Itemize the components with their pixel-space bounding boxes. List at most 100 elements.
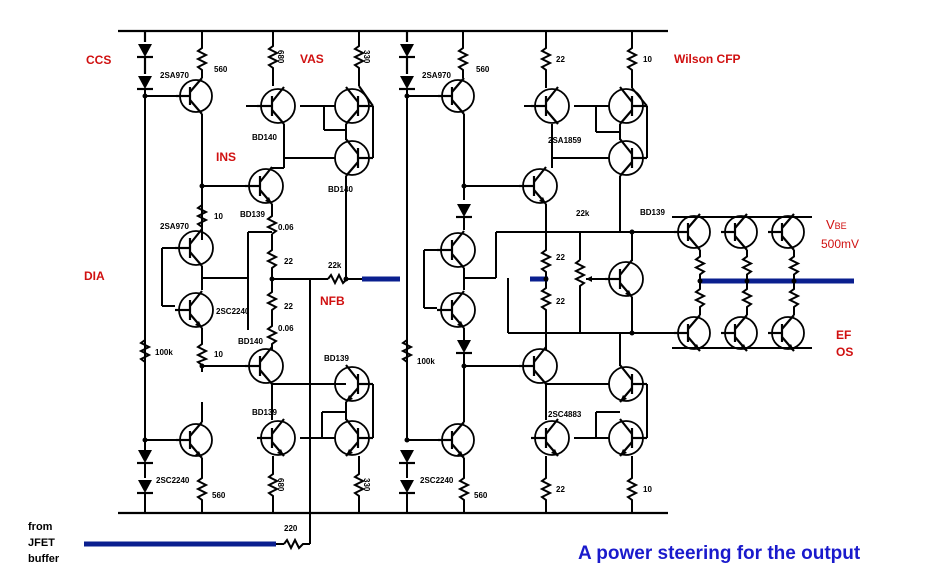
label-q-bd139-vas-left: BD139	[252, 408, 277, 417]
resistor-22-mid-b	[539, 280, 553, 350]
output-transistor-array	[674, 213, 805, 352]
transistor-driver-upper	[519, 166, 558, 205]
ccs-diode-bottom-2	[137, 480, 153, 495]
transistor-bd139-ins	[245, 166, 284, 205]
label-r680-top: 680	[276, 50, 285, 64]
transistor-bd139-vas-bottom-right	[334, 418, 373, 457]
label-r22-lower: 22	[284, 302, 293, 311]
ccs-diode-top-2	[137, 57, 153, 91]
transistor-2sa970-top-right	[438, 77, 475, 115]
label-q-2sc4883: 2SC4883	[548, 410, 582, 419]
label-r22-mid-b: 22	[556, 297, 565, 306]
transistor-bd139-vas-left	[257, 418, 296, 457]
output-transistor-bottom-1	[674, 314, 711, 352]
label-r22k-nfb: 22k	[328, 261, 342, 270]
label-r10-lower: 10	[214, 350, 223, 359]
emitter-resistor-bottom-3	[787, 281, 801, 315]
output-transistor-top-2	[721, 213, 758, 251]
section-nfb: NFB	[320, 294, 345, 308]
diode-right-lower	[456, 340, 472, 355]
emitter-resistor-bottom-1	[693, 281, 707, 315]
transistor-right-dia-top	[437, 230, 476, 269]
input-label-line1: from	[28, 521, 53, 533]
transistor-2sa970-top-left	[176, 77, 213, 115]
diode-right-upper	[456, 204, 472, 219]
output-transistor-top-3	[768, 213, 805, 251]
label-r10-bottom-right: 10	[643, 485, 652, 494]
section-vas: VAS	[300, 52, 324, 66]
ccs-diode-right-top-1	[399, 31, 415, 59]
label-r22-mid-a: 22	[556, 253, 565, 262]
transistor-2sc2240-dia	[175, 290, 214, 329]
caption: A power steering for the output	[578, 543, 861, 564]
label-q-bd140-left: BD140	[252, 133, 277, 142]
resistor-560-top-right	[456, 31, 470, 78]
transistor-vbe-multiplier	[605, 259, 644, 298]
output-transistor-bottom-2	[721, 314, 758, 352]
transistor-bd140-right-top	[334, 86, 373, 125]
transistor-bd139-vas-right	[334, 364, 373, 403]
input-label-line2: JFET	[28, 537, 55, 549]
potentiometer-22k	[573, 259, 587, 300]
input-label-line3: buffer	[28, 553, 60, 565]
label-q-2sa970-dia: 2SA970	[160, 222, 189, 231]
label-q-bd139-right: BD139	[640, 208, 665, 217]
transistor-2sc2240-bottom-right	[438, 421, 475, 459]
vbe-label: VBE	[826, 217, 847, 232]
label-r560-bottom-right: 560	[474, 491, 488, 500]
label-q-bd139-ins: BD139	[240, 210, 265, 219]
resistor-10-top-right	[625, 31, 639, 88]
label-r330-bottom: 330	[362, 478, 371, 492]
section-os: OS	[836, 345, 853, 359]
resistor-220-input	[283, 537, 310, 551]
output-node-2	[744, 278, 750, 284]
output-transistor-bottom-3	[768, 314, 805, 352]
label-r22-top-right: 22	[556, 55, 565, 64]
label-r220-input: 220	[284, 524, 298, 533]
label-r22-upper: 22	[284, 257, 293, 266]
label-r100k-right: 100k	[417, 357, 435, 366]
resistor-100k-left	[138, 330, 152, 370]
label-q-2sc2240-dia: 2SC2240	[216, 307, 250, 316]
label-q-bd140-ins: BD140	[238, 337, 263, 346]
vbe-value: 500mV	[821, 237, 859, 251]
transistor-2sc4883	[531, 418, 570, 457]
label-r330-top: 330	[362, 50, 371, 64]
label-r560-bottom-left: 560	[212, 491, 226, 500]
resistor-22-upper	[265, 234, 279, 279]
label-r100k-left: 100k	[155, 348, 173, 357]
label-q-2sa1859: 2SA1859	[548, 136, 582, 145]
resistor-560-bottom-right	[457, 458, 471, 513]
transistor-wilson-bottom-right	[608, 418, 647, 457]
label-q-2sa970-top-left: 2SA970	[160, 71, 189, 80]
emitter-resistor-bottom-2	[740, 281, 754, 315]
transistor-bd140-left	[257, 86, 296, 125]
section-wilson-cfp: Wilson CFP	[674, 52, 741, 66]
resistor-22-lower	[265, 279, 279, 322]
vbe-sub: BE	[835, 221, 847, 231]
resistor-330-top	[352, 31, 366, 86]
section-dia: DIA	[84, 269, 105, 283]
label-r22k-right: 22k	[576, 209, 590, 218]
label-q-2sc2240-bottom-left: 2SC2240	[156, 476, 190, 485]
output-transistor-top-1	[674, 213, 711, 251]
emitter-resistor-top-1	[693, 250, 707, 281]
resistor-10-upper	[195, 196, 209, 232]
label-r10-upper: 10	[214, 212, 223, 221]
ccs-diode-bottom-1	[137, 450, 153, 465]
output-node-1	[697, 278, 703, 284]
label-r560-top-right: 560	[476, 65, 490, 74]
section-ef: EF	[836, 328, 851, 342]
transistor-bd140-ins	[245, 346, 284, 385]
transistor-2sc2240-bottom-left	[176, 421, 213, 459]
vbe-main: V	[826, 217, 835, 232]
transistor-wilson-top-right	[608, 86, 647, 125]
emitter-resistor-top-3	[787, 250, 801, 281]
transistor-2sa1859	[531, 86, 570, 125]
label-r006-upper: 0.06	[278, 223, 294, 232]
transistor-bd140-right	[334, 138, 373, 177]
label-q-bd139-vas-right: BD139	[324, 354, 349, 363]
label-q-2sc2240-bottom-right: 2SC2240	[420, 476, 454, 485]
transistor-right-dia-bottom	[437, 290, 476, 329]
